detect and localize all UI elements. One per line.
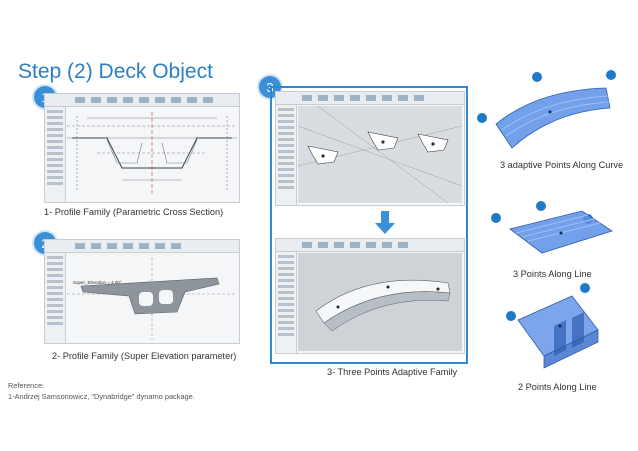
super-elevation-screenshot[interactable]: Super_Elevation = 4.00° (44, 239, 240, 344)
3d-viewport[interactable] (297, 105, 463, 204)
profiles-on-points-drawing (297, 105, 463, 204)
box-deck-example (517, 295, 599, 369)
adaptive-point-marker (536, 201, 546, 211)
example-1-caption: 3 adaptive Points Along Curve (500, 160, 624, 170)
step-1-caption: 1- Profile Family (Parametric Cross Sect… (44, 207, 224, 217)
adaptive-point-marker (580, 283, 590, 293)
swept-deck-drawing (315, 279, 451, 332)
cross-section-drawing (67, 112, 237, 196)
revit-ribbon (45, 94, 239, 107)
revit-ribbon (45, 240, 239, 253)
profile-family-screenshot[interactable] (44, 93, 240, 203)
step-3-caption: 3- Three Points Adaptive Family (327, 367, 458, 377)
example-2-caption: 3 Points Along Line (513, 269, 592, 279)
adaptive-family-frame (270, 86, 468, 364)
straight-deck-example (509, 210, 613, 254)
adaptive-point-marker (532, 72, 542, 82)
revit-ribbon (276, 239, 464, 252)
adaptive-point-marker (477, 113, 487, 123)
3d-viewport[interactable] (298, 253, 462, 351)
adaptive-point-marker (506, 311, 516, 321)
project-browser-panel (276, 252, 297, 353)
project-browser-panel (45, 253, 66, 343)
curved-deck-example (495, 87, 611, 149)
reference-heading: Reference: (8, 381, 45, 390)
page-title: Step (2) Deck Object (18, 60, 213, 83)
adaptive-point-marker (606, 70, 616, 80)
super-elevation-label: Super_Elevation = 4.00° (73, 280, 122, 285)
project-browser-panel (276, 105, 297, 205)
arrow-down-icon (375, 211, 395, 234)
adaptive-point-marker (491, 213, 501, 223)
reference-text: 1-Andrzej Samsonowicz, "Dynabridge" dyna… (8, 392, 195, 401)
example-3-caption: 2 Points Along Line (518, 382, 597, 392)
adaptive-profiles-screenshot[interactable] (275, 91, 465, 206)
super-elevation-drawing (67, 258, 237, 340)
adaptive-deck-screenshot[interactable] (275, 238, 465, 354)
revit-ribbon (276, 92, 464, 105)
step-2-caption: 2- Profile Family (Super Elevation param… (52, 351, 237, 361)
project-browser-panel (45, 107, 66, 202)
